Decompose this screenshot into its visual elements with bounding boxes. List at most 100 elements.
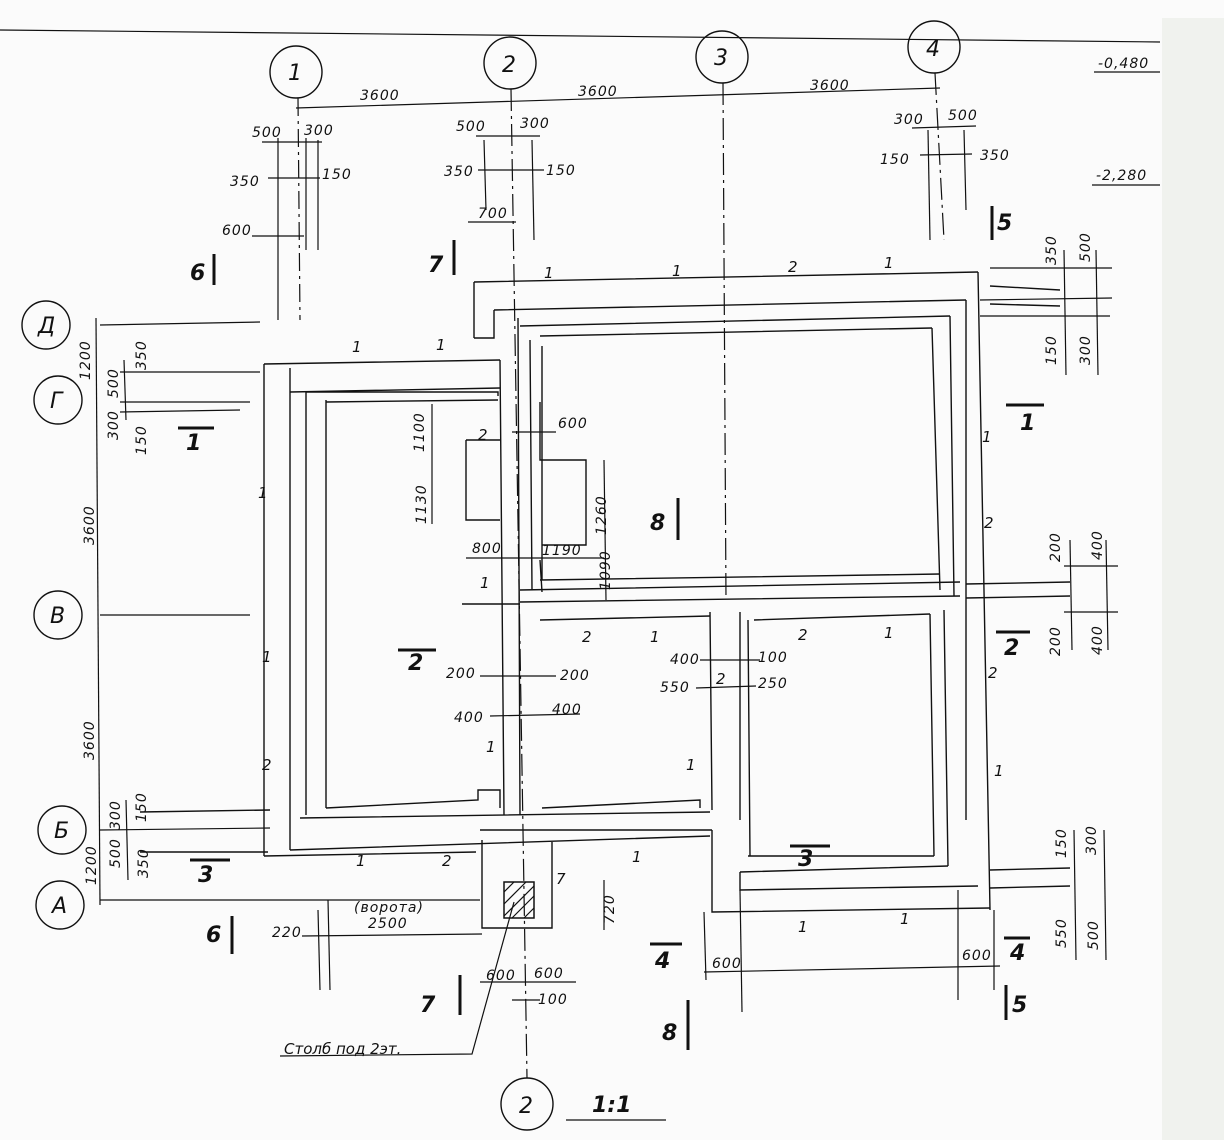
section-mark-8: 8: [650, 511, 665, 536]
section-mark-2-right: 2: [1004, 636, 1019, 661]
axis-bubble-2: 2: [483, 36, 537, 90]
dim-line: [1103, 829, 1107, 961]
svg-text:3: 3: [714, 46, 728, 71]
dim-350: 350: [230, 174, 260, 190]
wall-type-2: 2: [582, 628, 592, 646]
ext-line: [963, 129, 967, 211]
wall-axis-2: [499, 317, 521, 816]
dim-line: [1069, 539, 1073, 651]
wall-type-1: 1: [486, 738, 496, 756]
wall-V: [462, 581, 961, 605]
dim-line: [603, 459, 607, 601]
wall-top-D-corner: [473, 282, 495, 339]
dim-600: 600: [962, 948, 992, 964]
wall-type-7: 7: [556, 870, 566, 888]
section-mark-3-bottom: 3: [798, 847, 813, 872]
dim-300: 300: [1084, 825, 1100, 855]
dim-line: [1073, 829, 1077, 961]
axis-bubble-A: А: [35, 880, 85, 930]
axis-bubble-G: Г: [33, 375, 83, 425]
dim-500: 500: [948, 108, 978, 124]
dim-line: [911, 125, 977, 129]
wall-middle: [709, 611, 751, 857]
wall-right-room: [929, 609, 949, 867]
wall-type-2: 2: [442, 852, 452, 870]
dim-150: 150: [134, 425, 150, 455]
section-mark-6-bottom: 6: [206, 923, 221, 948]
wall-niche: [539, 402, 587, 546]
svg-text:Г: Г: [50, 389, 64, 414]
wall-type-1: 1: [352, 338, 362, 356]
dim-300: 300: [108, 800, 124, 830]
dim-400: 400: [670, 652, 700, 668]
span-12: 3600: [360, 88, 400, 104]
dim-600: 600: [222, 223, 252, 239]
wall-type-2: 2: [988, 664, 998, 682]
dim-line: [489, 713, 581, 717]
dim-350: 350: [1044, 235, 1060, 265]
span-GV: 3600: [82, 505, 98, 545]
wall-type-2: 2: [788, 258, 798, 276]
dim-600: 600: [534, 966, 564, 982]
dim-line: [1063, 249, 1067, 376]
wall-bottom-B-inner: [325, 789, 701, 809]
wall-type-1: 1: [994, 762, 1004, 780]
section-mark-7-bottom: 7: [420, 993, 436, 1018]
dim-150: 150: [1044, 335, 1060, 365]
dim-150: 150: [134, 792, 150, 822]
ext-line: [927, 129, 931, 241]
dim-600: 600: [486, 968, 516, 984]
dim-150: 150: [1054, 828, 1070, 858]
wall-type-2: 2: [262, 756, 272, 774]
section-mark-7: 7: [428, 253, 444, 278]
span-DG: 1200: [78, 340, 94, 380]
wall-type-1: 1: [544, 264, 554, 282]
wall-type-labels: 1 1 1 1 2 1 1 1 2 2 1 1 2 1 1 2 2 1 1 2 …: [258, 254, 1004, 936]
paper-edge: [1162, 18, 1224, 1140]
section-mark-5-bottom: 5: [1012, 993, 1027, 1018]
gate-column: [481, 840, 553, 929]
wall-type-1: 1: [480, 574, 490, 592]
column-post: [503, 881, 535, 919]
svg-text:В: В: [50, 604, 65, 629]
svg-text:Б: Б: [54, 819, 69, 844]
ext-line: [119, 409, 241, 413]
axis-line-3: [722, 82, 727, 601]
dim-150: 150: [880, 152, 910, 168]
dim-1100: 1100: [412, 412, 428, 452]
dim-720: 720: [602, 894, 618, 924]
svg-text:4: 4: [926, 37, 940, 62]
dim-600: 600: [712, 956, 742, 972]
dim-400: 400: [1090, 625, 1106, 655]
ext-line: [979, 297, 1113, 301]
dim-500: 500: [108, 838, 124, 868]
wall-type-1: 1: [650, 628, 660, 646]
dim-line: [125, 799, 129, 881]
ext-line: [327, 899, 331, 991]
wall-bottom-B: [263, 835, 711, 857]
dim-250: 250: [758, 676, 788, 692]
dim-1260: 1260: [594, 495, 610, 535]
dim-400: 400: [552, 702, 582, 718]
section-mark-5: 5: [997, 211, 1012, 236]
wall-type-1: 1: [632, 848, 642, 866]
ext-line: [317, 909, 321, 991]
dim-500: 500: [1086, 920, 1102, 950]
wall-type-1: 1: [798, 918, 808, 936]
axis-bubble-3: 3: [695, 30, 749, 84]
wall-type-1: 1: [884, 624, 894, 642]
axis-bubble-D: Д: [21, 300, 71, 350]
wall-ext-left-bottom: [139, 809, 271, 853]
wall-type-1: 1: [672, 262, 682, 280]
dim-300: 300: [304, 123, 334, 139]
span-23: 3600: [578, 84, 618, 100]
wall-type-2: 2: [478, 426, 488, 444]
wall-top-G: [263, 359, 501, 393]
dim-150: 150: [322, 167, 352, 183]
wall-top-D-inner: [519, 315, 951, 337]
dim-500: 500: [106, 368, 122, 398]
dim-350: 350: [980, 148, 1010, 164]
wall-niche-left: [465, 440, 500, 521]
